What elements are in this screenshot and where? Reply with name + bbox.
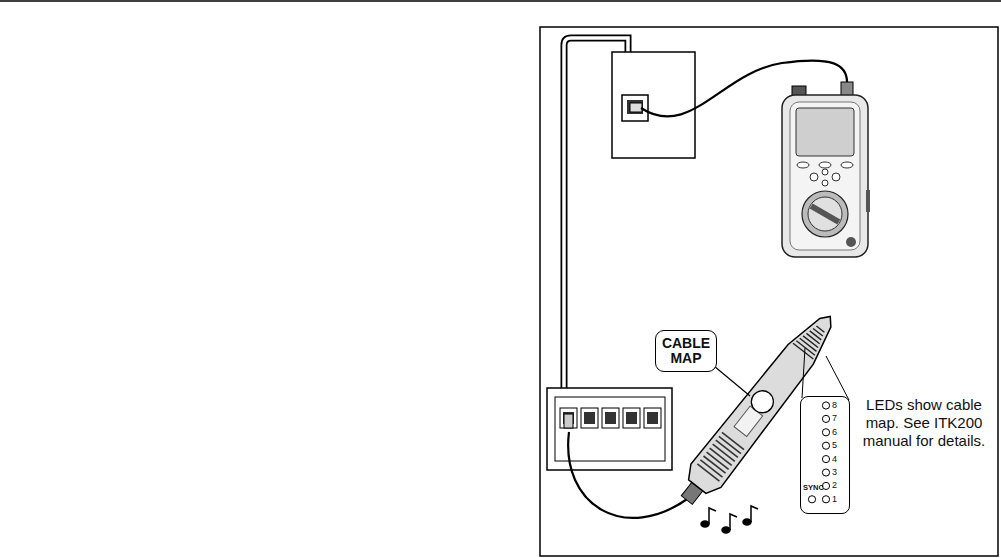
side-port (866, 190, 870, 212)
plate-inner (555, 397, 665, 461)
jacks (560, 408, 661, 428)
led (822, 442, 829, 449)
note-stem (709, 508, 716, 524)
leader-line (714, 366, 750, 396)
jack-socket (605, 412, 616, 424)
rotary-dial (802, 191, 848, 237)
probe-tip-ridges (793, 321, 831, 359)
note (722, 527, 730, 533)
led (822, 415, 829, 422)
tip-ridge (803, 336, 818, 348)
button (810, 173, 818, 181)
figure-frame (540, 27, 998, 556)
callout-label: CABLE MAP (661, 336, 711, 366)
pin-number: 6 (832, 427, 837, 438)
led (822, 496, 829, 503)
cable-map-button (747, 386, 778, 417)
button (841, 162, 853, 168)
tip-ridge (810, 331, 821, 340)
jack (644, 408, 661, 428)
led (822, 429, 829, 436)
tester (782, 82, 870, 257)
note-stem (751, 506, 758, 522)
tone-notes (701, 506, 758, 533)
led-panel: 8 7 6 5 4 3 2 1 SYNC (800, 396, 850, 514)
jack (560, 408, 577, 428)
plate (547, 388, 672, 470)
pin-number: 4 (832, 454, 837, 465)
button (797, 162, 809, 168)
tip-ridge (816, 326, 824, 332)
pin-number: 1 (832, 494, 837, 505)
note (701, 521, 709, 527)
sync-led (808, 496, 815, 503)
pin-number: 3 (832, 467, 837, 478)
power-button (846, 237, 856, 247)
header-rule (0, 0, 1001, 2)
jack (602, 408, 619, 428)
tip-ridge (806, 333, 819, 343)
pin-number: 8 (832, 400, 837, 411)
plug (564, 414, 573, 428)
plug (630, 103, 642, 112)
multi-port-plate (547, 388, 672, 470)
button (822, 180, 828, 186)
jack-socket (647, 412, 658, 424)
led (822, 402, 829, 409)
dial-knob (808, 197, 842, 231)
pin-number: 7 (832, 413, 837, 424)
jack (581, 408, 598, 428)
plate (612, 52, 695, 158)
probe-grip (697, 432, 744, 481)
note (743, 519, 751, 525)
button (832, 173, 840, 181)
jack (623, 408, 640, 428)
jack-socket (584, 412, 595, 424)
button (819, 162, 831, 168)
pin-number: 5 (832, 440, 837, 451)
tester-buttons (797, 162, 853, 186)
note-text: LEDs show cable map. See ITK200 manual f… (858, 396, 990, 450)
jack (622, 95, 648, 121)
dial-grip (810, 203, 841, 224)
tester-display (796, 108, 854, 156)
wall-plate (612, 52, 695, 158)
led-label: SYNC (803, 483, 824, 492)
leader-line (802, 348, 805, 398)
tester-body (782, 95, 868, 257)
callout-box: CABLE MAP (655, 330, 717, 372)
leader-line (826, 356, 849, 400)
button (822, 169, 828, 175)
note-stem (730, 514, 737, 530)
jack-socket (627, 100, 643, 114)
tester-plug (841, 82, 853, 96)
probe-cord (568, 432, 690, 518)
pin-number: 2 (832, 480, 837, 491)
led (822, 469, 829, 476)
led-column (801, 397, 851, 515)
jack-socket (626, 412, 637, 424)
grip-ridge (722, 432, 744, 449)
led (822, 456, 829, 463)
tester-face (790, 102, 860, 250)
